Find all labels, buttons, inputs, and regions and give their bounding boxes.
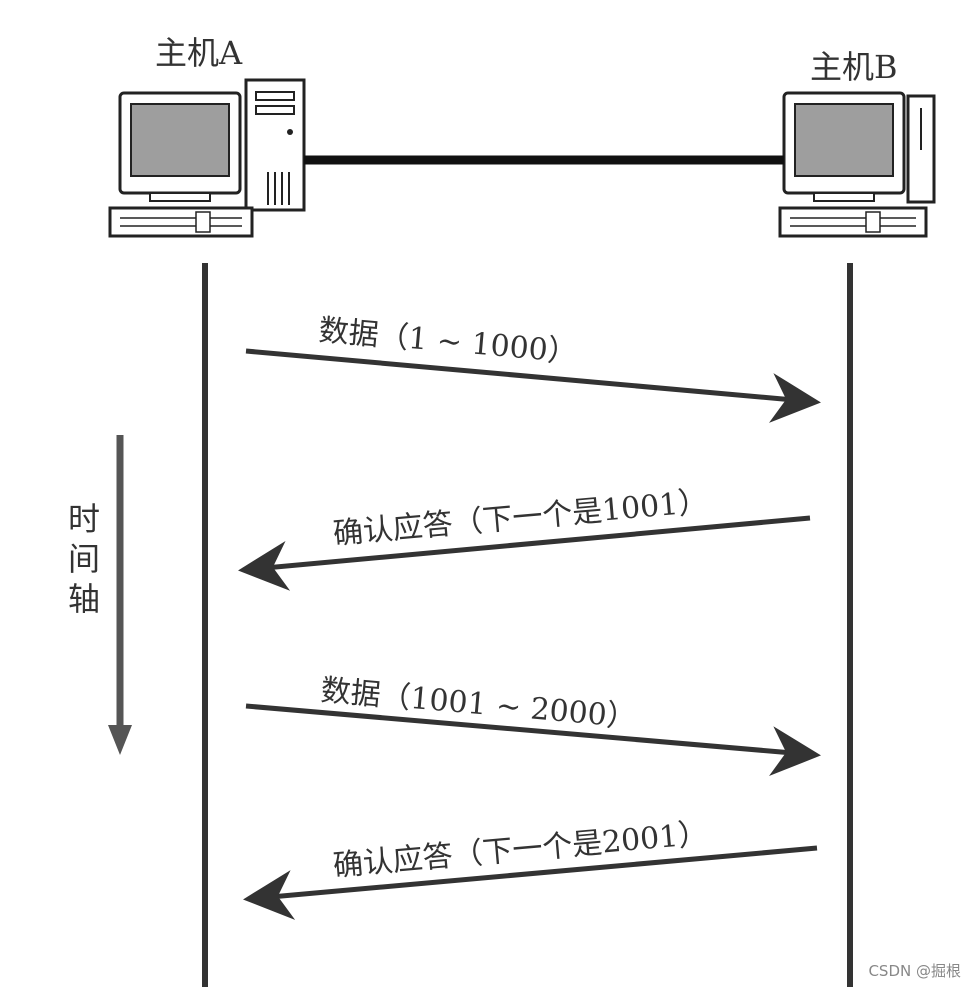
host-a-computer-icon xyxy=(108,78,306,238)
host-b-label: 主机B xyxy=(810,48,898,86)
watermark: CSDN @掘根 xyxy=(868,962,961,980)
message-arrow xyxy=(245,348,821,423)
time-axis-arrow-icon xyxy=(108,435,132,755)
message-arrow xyxy=(245,703,821,777)
host-b-computer-icon xyxy=(778,91,936,238)
time-axis-label-char: 时 xyxy=(68,500,100,538)
message-arrow xyxy=(243,845,818,920)
host-a-label: 主机A xyxy=(155,34,243,72)
time-axis-label-char: 轴 xyxy=(68,580,100,618)
time-axis-label-char: 间 xyxy=(68,540,100,578)
message-arrow xyxy=(238,515,811,591)
message-label: 确认应答（下一个是1001） xyxy=(332,484,710,552)
